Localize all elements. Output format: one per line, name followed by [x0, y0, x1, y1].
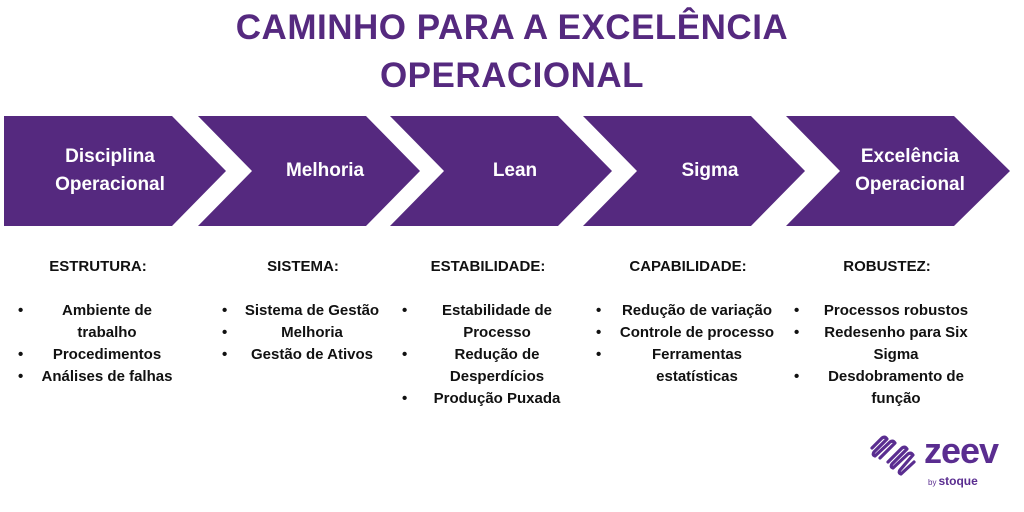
step-label-disciplina: Disciplina Operacional [55, 146, 165, 195]
list-item: •Redesenho para Six Sigma [794, 324, 968, 363]
step-label-sigma: Sigma [681, 160, 739, 181]
list-item: •Procedimentos [18, 344, 178, 366]
chevron-step-5 [786, 116, 1010, 226]
list-item: •Ferramentas estatísticas [596, 346, 743, 385]
list-item: •Desdobramento de função [794, 368, 964, 407]
zeev-wave-icon [870, 435, 916, 476]
column-heading: CAPABILIDADE: [629, 258, 747, 275]
column-estabilidade: ESTABILIDADE: •Estabilidade de Processo … [402, 256, 574, 410]
step-label-excelencia: Excelência Operacional [855, 146, 965, 195]
chevron-step-1 [4, 116, 226, 226]
list-item: •Análises de falhas [18, 366, 178, 388]
bullet-icon: • [18, 346, 24, 363]
bullet-icon: • [222, 346, 228, 363]
column-heading: SISTEMA: [267, 258, 339, 275]
list-item: •Estabilidade de Processo [402, 302, 553, 341]
list-item: •Processos robustos [794, 300, 980, 322]
list-item: •Melhoria [222, 322, 384, 344]
title-line-1: CAMINHO PARA A EXCELÊNCIA [235, 8, 789, 47]
chevron-step-3 [390, 116, 612, 226]
bullet-icon: • [402, 302, 408, 319]
column-estrutura: ESTRUTURA: •Ambiente de trabalho •Proced… [18, 256, 178, 388]
step-label-melhoria: Melhoria [285, 160, 365, 181]
bullet-icon: • [596, 302, 602, 319]
logo-wordmark: zeev [924, 430, 999, 471]
bullet-icon: • [222, 324, 228, 341]
column-capabilidade: CAPABILIDADE: •Redução de variação •Cont… [596, 256, 780, 388]
bullet-icon: • [794, 324, 800, 341]
bullet-icon: • [596, 324, 602, 341]
bullet-icon: • [18, 368, 24, 385]
list-item: •Redução de variação [596, 300, 780, 322]
list-item: •Controle de processo [596, 322, 780, 344]
bullet-icon: • [402, 390, 408, 407]
list-item: •Produção Puxada [402, 388, 574, 410]
bullet-icon: • [596, 346, 602, 363]
column-sistema: SISTEMA: •Sistema de Gestão •Melhoria •G… [222, 256, 384, 366]
page-title: CAMINHO PARA A EXCELÊNCIA OPERACIONAL [0, 4, 1024, 100]
column-heading: ESTABILIDADE: [430, 258, 546, 275]
column-heading: ROBUSTEZ: [843, 258, 931, 275]
list-item: •Redução de Desperdícios [402, 346, 545, 385]
list-item: •Gestão de Ativos [222, 344, 384, 366]
bullet-icon: • [794, 302, 800, 319]
chevron-step-4 [583, 116, 805, 226]
bullet-icon: • [18, 302, 24, 319]
chevron-step-2 [198, 116, 420, 226]
column-heading: ESTRUTURA: [49, 258, 147, 275]
list-item: •Ambiente de trabalho [18, 302, 152, 341]
title-line-2: OPERACIONAL [379, 56, 645, 95]
step-label-lean: Lean [492, 160, 538, 181]
bullet-icon: • [222, 302, 228, 319]
bullet-icon: • [402, 346, 408, 363]
logo-company: stoque [938, 474, 978, 488]
list-item: •Sistema de Gestão [222, 300, 384, 322]
column-robustez: ROBUSTEZ: •Processos robustos •Redesenho… [794, 256, 980, 410]
bullet-icon: • [794, 368, 800, 385]
